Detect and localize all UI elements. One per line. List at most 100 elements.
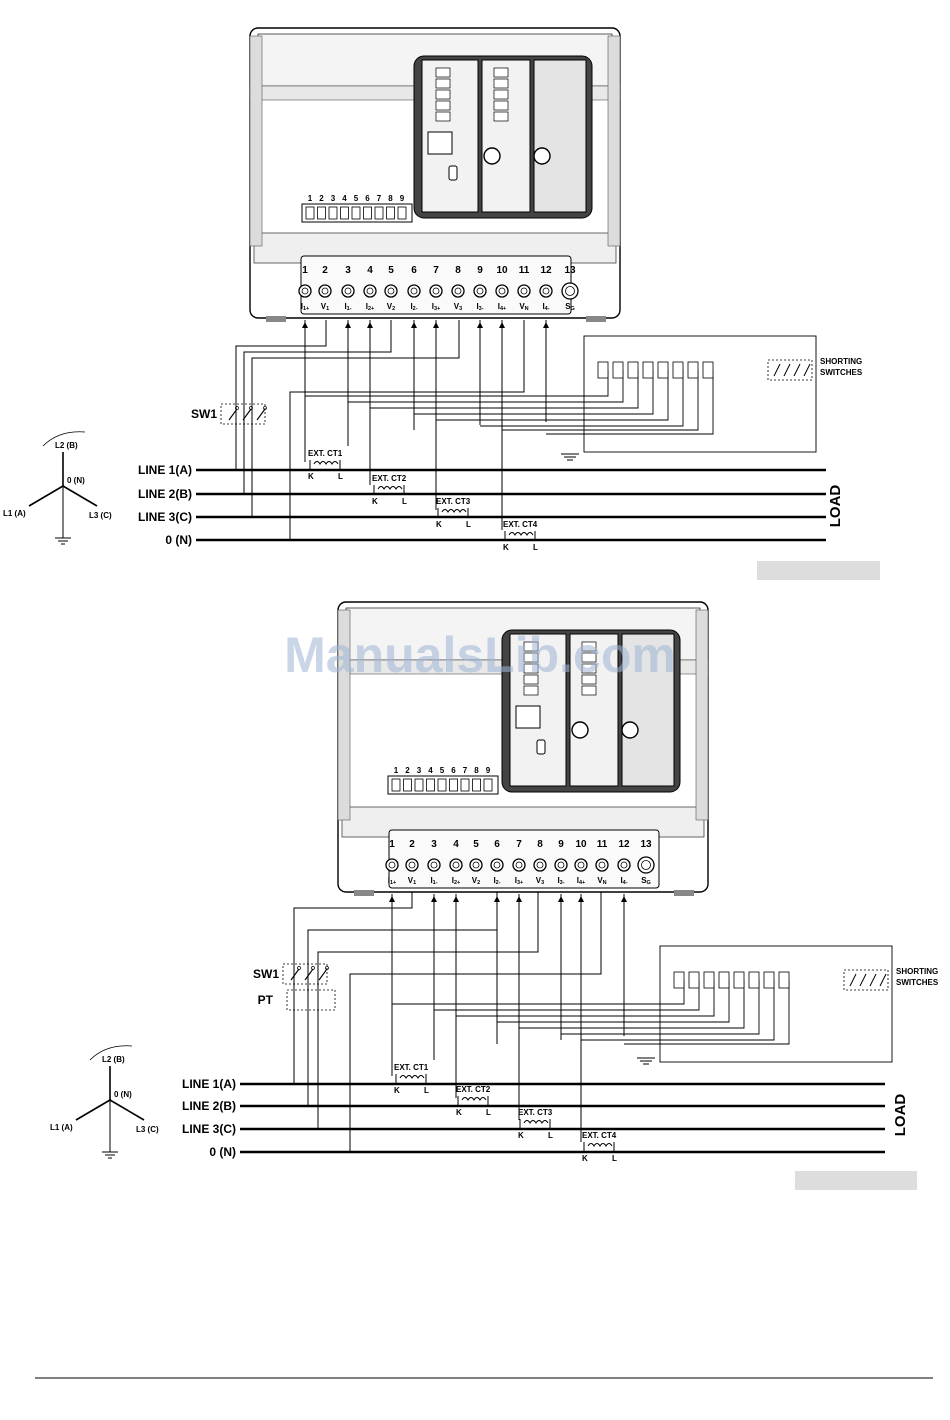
terminal-signal-label: I3- xyxy=(557,876,564,886)
terminal-signal-label: VN xyxy=(519,302,528,312)
shorting-bus-wire xyxy=(497,980,730,1023)
io-connector-pin xyxy=(483,778,493,792)
arrow-icon xyxy=(558,896,564,902)
terminal-screw-icon xyxy=(341,284,355,298)
terminal-signal-label: V1 xyxy=(321,302,329,312)
shorting-terminal xyxy=(597,361,609,379)
terminal-number: 9 xyxy=(558,839,564,850)
terminal-screw-icon xyxy=(363,284,377,298)
terminal-signal-label: I4+ xyxy=(577,876,586,886)
io-connector-pin-number: 5 xyxy=(440,766,445,775)
ct-k-label: K xyxy=(308,472,314,481)
shorting-switch-contact xyxy=(803,363,811,377)
caption-box-top xyxy=(757,561,880,580)
io-connector-pin xyxy=(340,206,349,220)
module-pin xyxy=(493,89,509,100)
ct-label: EXT. CT3 xyxy=(518,1108,553,1117)
sw1-contact xyxy=(318,968,328,981)
phasor-label-n: 0 (N) xyxy=(67,476,85,485)
line-label: LINE 1(A) xyxy=(138,463,192,477)
arrow-icon xyxy=(578,896,584,902)
terminal-screw-icon xyxy=(493,861,501,869)
terminal-screw-icon xyxy=(641,860,651,870)
terminal-screw-icon xyxy=(554,858,568,872)
terminal-number: 6 xyxy=(411,265,417,276)
terminal-number: 1 xyxy=(302,265,308,276)
sw1-contact-pivot xyxy=(263,406,267,410)
ct-k-label: K xyxy=(436,520,442,529)
terminal-screw-icon xyxy=(539,284,553,298)
io-connector-pin xyxy=(449,778,458,792)
line-label: LINE 2(B) xyxy=(138,487,192,501)
shorting-terminal xyxy=(702,361,714,379)
terminal-number: 11 xyxy=(597,839,608,850)
ct-coil-icon xyxy=(313,461,339,465)
terminal-screw-icon xyxy=(452,861,460,869)
io-connector-pin-number: 3 xyxy=(417,766,422,775)
ct-l-label: L xyxy=(466,520,471,529)
arrow-icon xyxy=(389,896,395,902)
ct-k-label: K xyxy=(503,543,509,552)
line-label: LINE 1(A) xyxy=(182,1077,236,1091)
terminal-number: 12 xyxy=(540,265,552,276)
terminal-number: 10 xyxy=(496,265,508,276)
terminal-screw-icon xyxy=(490,858,504,872)
terminal-screw-icon xyxy=(321,287,329,295)
sw1-switch: SW1 xyxy=(191,403,267,425)
ct-lead xyxy=(373,485,405,495)
phasor-label-a: L1 (A) xyxy=(50,1123,73,1132)
ct-coil-icon xyxy=(508,532,534,536)
terminal-screw-icon xyxy=(598,861,606,869)
ct-coil-icon xyxy=(399,1075,425,1079)
shorting-switch-contact xyxy=(849,973,857,987)
io-connector-pin xyxy=(397,206,407,220)
ct-label: EXT. CT1 xyxy=(308,449,343,458)
module-pin xyxy=(523,652,539,663)
module-pin xyxy=(493,67,509,78)
terminal-screw-icon xyxy=(344,287,352,295)
terminal-block xyxy=(388,829,660,889)
terminal-screw-icon xyxy=(542,287,550,295)
module-pin xyxy=(581,641,597,652)
io-connector-pin xyxy=(403,778,412,792)
io-connector-pin-number: 6 xyxy=(451,766,456,775)
terminal-number: 2 xyxy=(409,839,415,850)
io-connector-pin-number: 3 xyxy=(331,194,336,203)
io-connector-pin-number: 6 xyxy=(365,194,370,203)
ct-l-label: L xyxy=(338,472,343,481)
io-connector-pin xyxy=(363,206,372,220)
phasor-diagram: L2 (B)0 (N)L1 (A)L3 (C) xyxy=(50,1045,159,1159)
io-connector-pin xyxy=(328,206,338,220)
voltage-wire xyxy=(251,320,460,517)
ct-k-label: K xyxy=(394,1086,400,1095)
meter-foot-right xyxy=(674,890,694,896)
voltage-wire xyxy=(289,320,525,540)
module-pin xyxy=(523,685,539,696)
terminal-signal-label: I1+ xyxy=(301,302,310,312)
terminal-signal-label: VN xyxy=(597,876,606,886)
shorting-bus-wire xyxy=(546,370,714,435)
terminal-screw-icon xyxy=(407,284,421,298)
shorting-bus-wire xyxy=(434,980,700,1011)
module-pin xyxy=(581,685,597,696)
terminal-number: 1 xyxy=(389,839,395,850)
shorting-bus-wire xyxy=(519,980,745,1029)
module-pin xyxy=(435,111,451,122)
io-connector-pin-number: 7 xyxy=(377,194,382,203)
power-lines: LINE 1(A)LINE 2(B)LINE 3(C)0 (N)LOAD xyxy=(138,463,844,547)
arrow-icon xyxy=(431,896,437,902)
io-connector-pin xyxy=(426,778,435,792)
shorting-terminal xyxy=(687,361,699,379)
terminal-number: 5 xyxy=(473,839,479,850)
terminal-screw-icon xyxy=(617,858,631,872)
terminal-signal-label: I3- xyxy=(476,302,483,312)
module-card-3 xyxy=(621,633,675,787)
terminal-screw-icon xyxy=(449,858,463,872)
shorting-label-line2: SWITCHES xyxy=(820,368,863,377)
sw1-box xyxy=(220,403,266,425)
